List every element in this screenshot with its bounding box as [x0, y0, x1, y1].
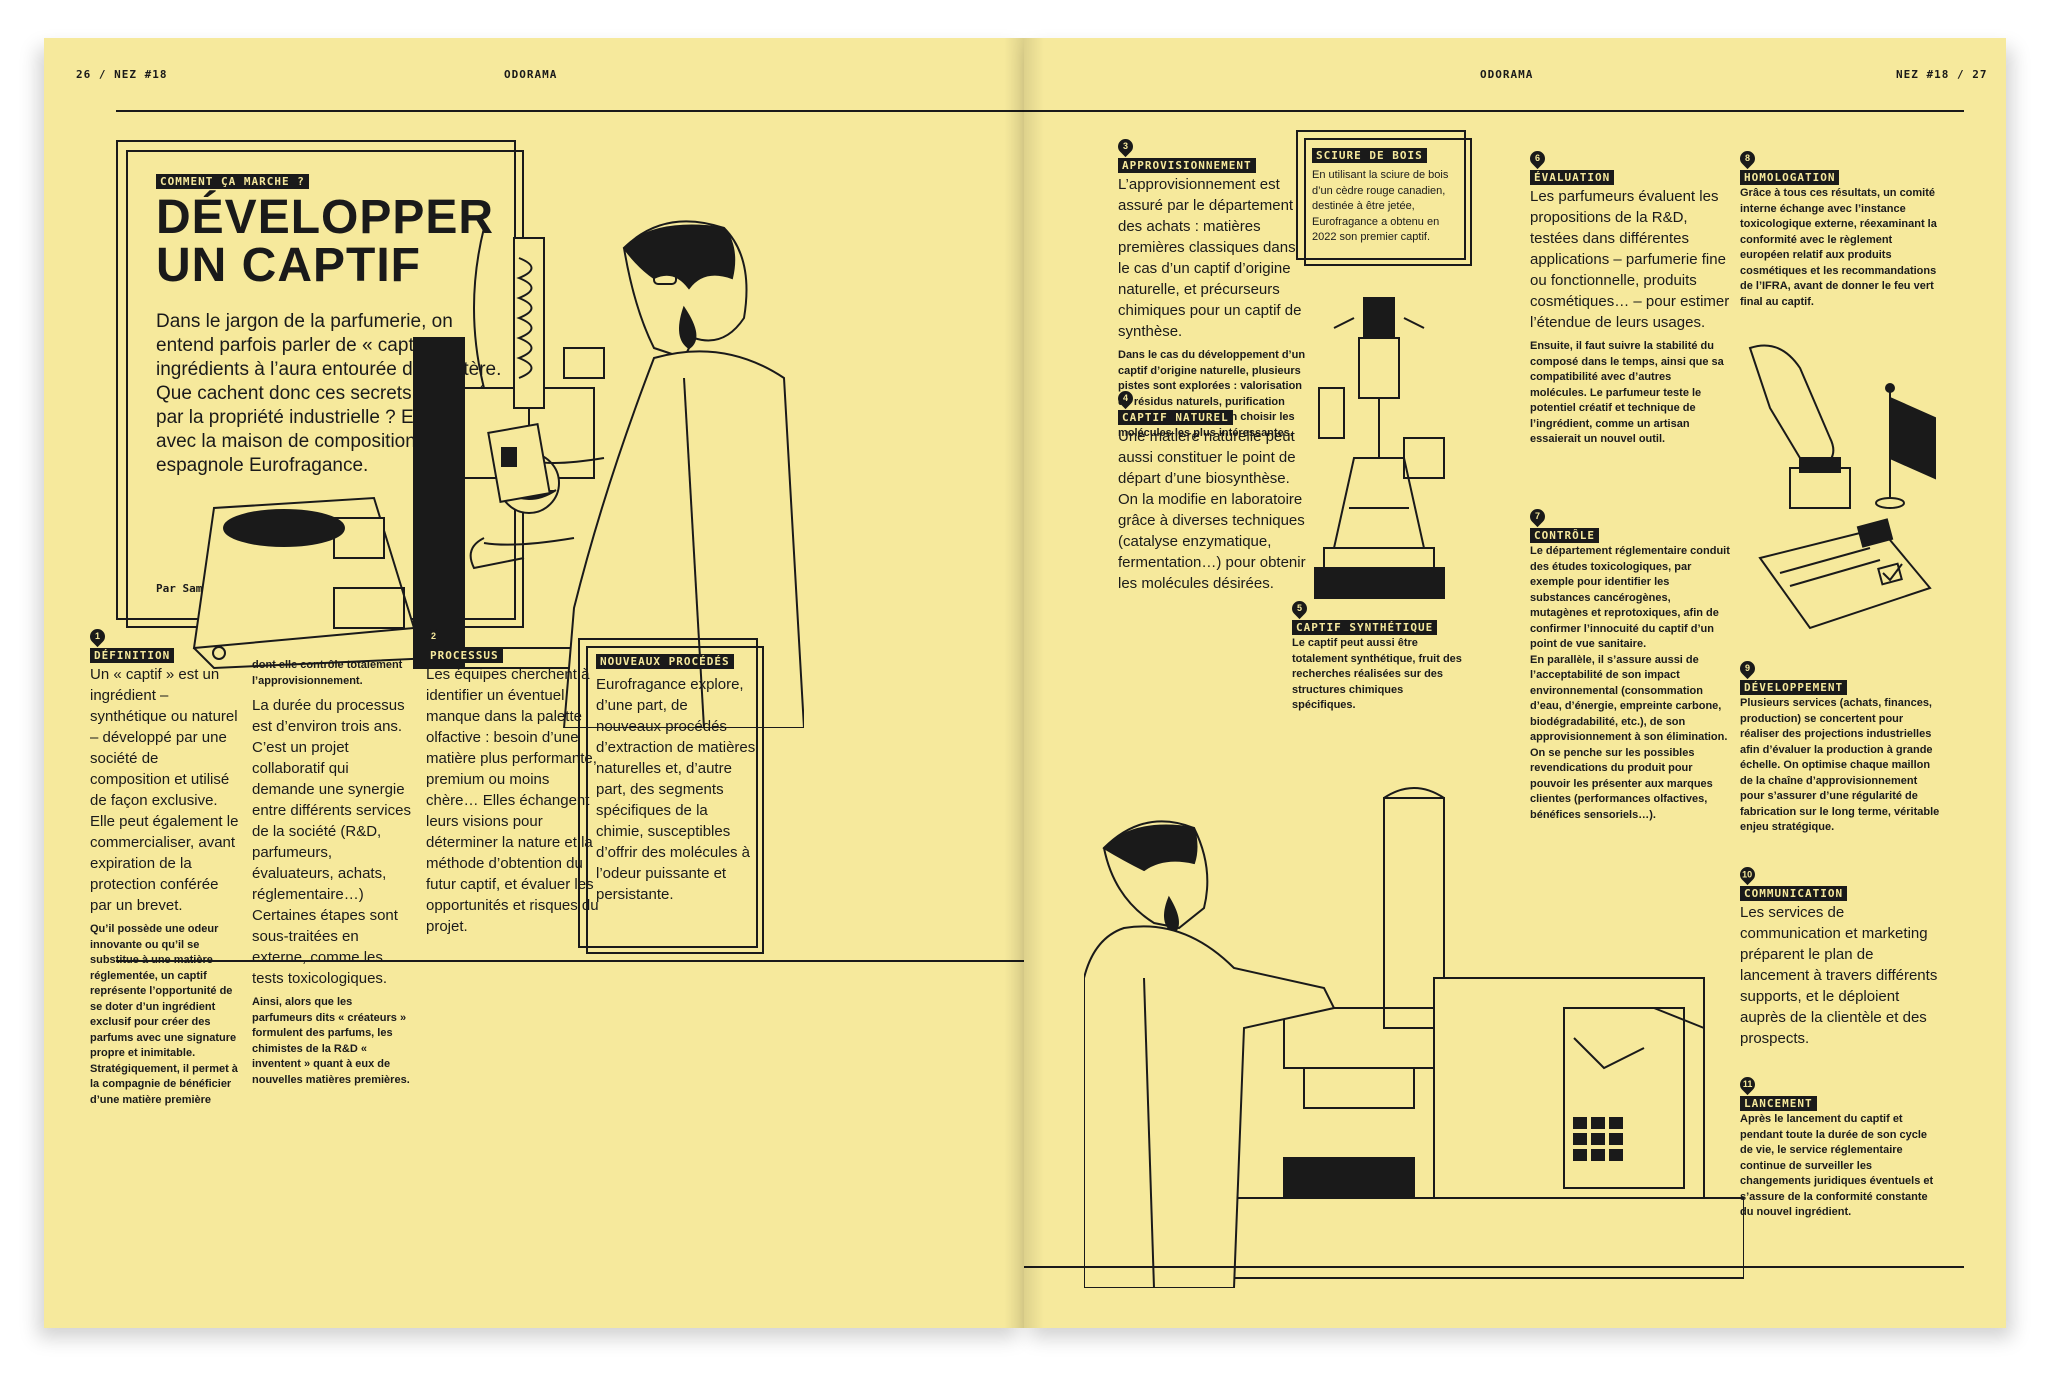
left-page: 26 / NEZ #18 ODORAMA COMMENT ÇA MARCHE ?…: [44, 38, 1024, 1328]
step-marker-9: 9: [1736, 657, 1759, 680]
section-communication: 10 COMMUNICATION Les services de communi…: [1736, 863, 1940, 1049]
section-definition: 1 DÉFINITION Un « captif » est un ingréd…: [86, 625, 242, 1108]
right-folio: NEZ #18 / 27: [1896, 68, 1988, 81]
step-marker-4: 4: [1114, 387, 1137, 410]
box-nouveaux-procedes: NOUVEAUX PROCÉDÉS Eurofragance explore, …: [578, 638, 764, 954]
section-evaluation: 6 ÉVALUATION Les parfumeurs évaluent les…: [1526, 147, 1730, 448]
left-folio: 26 / NEZ #18: [76, 68, 168, 81]
section-processus: 2 PROCESSUS Les équipes cherchent à iden…: [422, 625, 601, 937]
step-marker-11: 11: [1736, 1073, 1759, 1096]
top-rule: [116, 110, 1024, 112]
section-lancement: 11 LANCEMENT Après le lancement du capti…: [1736, 1073, 1940, 1221]
stamp-document-illustration: [1740, 328, 1940, 648]
right-page: ODORAMA NEZ #18 / 27 3 APPROVISIONNEMENT…: [1024, 38, 2006, 1328]
step-marker-7: 7: [1526, 505, 1549, 528]
step-marker-1: 1: [86, 625, 109, 648]
box-sciure-de-bois: SCIURE DE BOIS En utilisant la sciure de…: [1296, 130, 1472, 266]
kicker-tag: COMMENT ÇA MARCHE ?: [156, 174, 309, 189]
section-controle: 7 CONTRÔLE Le département réglementaire …: [1526, 505, 1730, 823]
step-marker-6: 6: [1526, 147, 1549, 170]
section-definition-cont: dont elle contrôle totalement l’approvis…: [252, 659, 411, 1086]
step-marker-8: 8: [1736, 147, 1759, 170]
section-approvisionnement: 3 APPROVISIONNEMENT L’approvisionnement …: [1114, 135, 1308, 441]
section-captif-synthetique: 5 CAPTIF SYNTHÉTIQUE Le captif peut auss…: [1288, 597, 1462, 714]
bottom-rule-right: [1024, 1266, 1964, 1268]
reactor-illustration: [1314, 288, 1454, 628]
bottom-rule: [116, 960, 1024, 962]
page-title: DÉVELOPPER UN CAPTIF: [156, 191, 495, 292]
lab-scientist-illustration: [184, 208, 804, 728]
gc-machine-scientist-illustration: [1084, 778, 1744, 1288]
step-marker-2: 2: [422, 625, 445, 648]
intro-box: COMMENT ÇA MARCHE ? DÉVELOPPER UN CAPTIF…: [116, 140, 524, 628]
top-rule-right: [1024, 110, 1964, 112]
intro-lede: Dans le jargon de la parfumerie, on ente…: [156, 311, 503, 476]
left-section-label: ODORAMA: [504, 68, 558, 81]
section-captif-naturel: 4 CAPTIF NATUREL Une matière naturelle p…: [1114, 387, 1308, 594]
step-marker-5: 5: [1288, 597, 1311, 620]
section-homologation: 8 HOMOLOGATION Grâce à tous ces résultat…: [1736, 147, 1940, 310]
section-developpement: 9 DÉVELOPPEMENT Plusieurs services (acha…: [1736, 657, 1940, 836]
step-marker-10: 10: [1736, 863, 1759, 886]
step-marker-3: 3: [1114, 135, 1137, 158]
right-section-label: ODORAMA: [1480, 68, 1534, 81]
